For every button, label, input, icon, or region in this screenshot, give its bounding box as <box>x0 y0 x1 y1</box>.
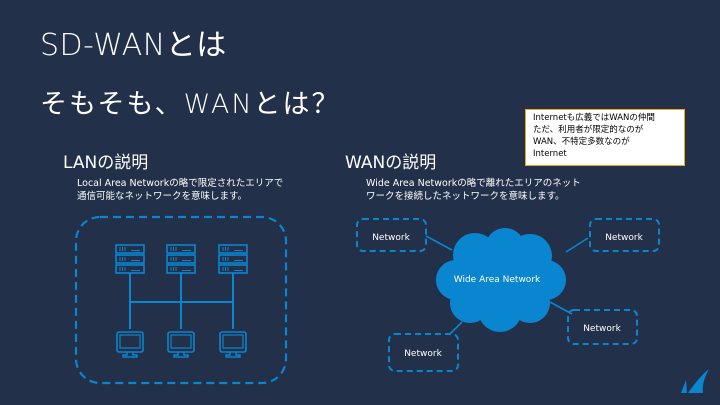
wan-description-line: ワークを接続したネットワークを意味します。 <box>366 191 565 202</box>
network-label: Network <box>583 324 621 334</box>
slide-title: SD-WANとは <box>40 28 227 63</box>
callout-line: WAN、不特定多数なのが <box>533 137 630 147</box>
lan-diagram <box>74 215 288 385</box>
server-icon <box>218 244 248 274</box>
cloud-icon <box>436 228 566 332</box>
network-label: Network <box>372 233 410 243</box>
lan-boundary <box>74 215 288 385</box>
network-label: Network <box>605 233 643 243</box>
wan-heading: WANの説明 <box>345 153 437 173</box>
network-box: Network <box>388 333 459 372</box>
cloud-label: Wide Area Network <box>454 275 541 285</box>
wan-description: Wide Area Networkの略で離れたエリアのネット ワークを接続したネ… <box>366 177 581 203</box>
monitor-icon <box>116 331 144 358</box>
lan-links <box>129 273 234 329</box>
lan-description: Local Area Networkの略で限定されたエリアで 通信可能なネットワ… <box>77 177 283 203</box>
callout-line: Internet <box>533 149 567 159</box>
lan-description-line: 通信可能なネットワークを意味します。 <box>77 191 248 202</box>
server-icon <box>166 244 196 274</box>
network-box: Network <box>589 218 660 252</box>
callout-line: ただ、利用者が限定的なのが <box>533 125 644 135</box>
monitor-icon <box>219 331 247 358</box>
wan-diagram: Wide Area Network Network Network Networ… <box>356 218 660 372</box>
monitor-icon <box>167 331 195 358</box>
callout-note: Internetも広義ではWANの仲間 ただ、利用者が限定的なのが WAN、不特… <box>525 109 685 166</box>
wan-links <box>425 235 589 335</box>
shark-fin-logo-icon <box>681 369 709 393</box>
network-box: Network <box>567 309 638 345</box>
slide-subtitle: そもそも、WANとは？ <box>40 89 341 120</box>
network-box: Network <box>356 218 427 252</box>
lan-description-line: Local Area Networkの略で限定されたエリアで <box>77 178 284 189</box>
server-icon <box>115 244 145 274</box>
callout-line: Internetも広義ではWANの仲間 <box>533 113 655 123</box>
network-label: Network <box>404 349 442 359</box>
lan-heading: LANの説明 <box>63 153 149 173</box>
wan-description-line: Wide Area Networkの略で離れたエリアのネット <box>366 178 581 189</box>
